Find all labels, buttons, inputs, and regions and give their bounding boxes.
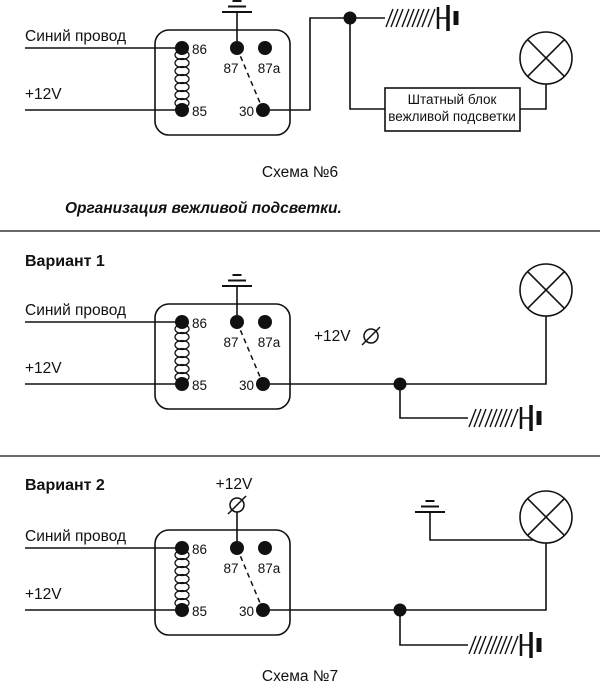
supply-label: +12V (25, 586, 62, 603)
stock-unit-label-line2: вежливой подсветки (388, 109, 516, 124)
supply-label: +12V (25, 86, 62, 103)
pin-label-30: 30 (239, 104, 254, 119)
pin-label-86: 86 (192, 42, 207, 57)
pin-label-87: 87 (223, 561, 238, 576)
relay-symbol (154, 529, 291, 636)
stock-unit-box (384, 87, 521, 132)
variant2-diagram: Вариант 2 +12V Синий провод +12V 86 87 8… (25, 476, 573, 685)
door-switch-icon (469, 632, 539, 658)
lamp-icon (519, 490, 573, 544)
top-supply-label: +12V (216, 476, 253, 493)
lamp-icon (519, 31, 573, 85)
blue-wire-label: Синий провод (25, 528, 126, 545)
scheme6-caption: Схема №6 (262, 164, 338, 181)
ground-icon (414, 500, 446, 513)
supply-connector-icon (361, 326, 381, 346)
relay-symbol (154, 29, 291, 136)
junction-dot (393, 377, 407, 391)
branch-to-switch-wire (399, 384, 468, 419)
scheme7-caption: Схема №7 (262, 668, 338, 685)
blue-wire-label: Синий провод (25, 28, 126, 45)
pin-label-87: 87 (223, 335, 238, 350)
pin-label-87a: 87a (258, 61, 281, 76)
stock-unit-label-line1: Штатный блок (408, 92, 497, 107)
scheme6-diagram: Штатный блок вежливой подсветки Синий пр… (25, 0, 573, 181)
blue-wire-label: Синий провод (25, 302, 126, 319)
door-switch-icon (386, 5, 456, 31)
pin-label-87: 87 (223, 61, 238, 76)
branch-to-unit-wire (349, 18, 385, 110)
pin30-lamp-wire (263, 543, 547, 611)
section-title: Организация вежливой подсветки. (65, 200, 342, 217)
pin-label-85: 85 (192, 104, 207, 119)
supply-label: +12V (25, 360, 62, 377)
unit-to-lamp-wire (520, 84, 547, 110)
ground-to-lamp-wire (429, 512, 534, 541)
branch-to-switch-wire (399, 610, 468, 646)
pin-label-30: 30 (239, 604, 254, 619)
door-switch-icon (469, 405, 539, 431)
variant1-heading: Вариант 1 (25, 253, 105, 270)
junction-dot (393, 603, 407, 617)
variant2-heading: Вариант 2 (25, 477, 105, 494)
ground-icon (221, 274, 253, 287)
lamp-icon (519, 263, 573, 317)
relay-symbol (154, 303, 291, 410)
supply-connector-icon (227, 495, 247, 515)
pin-label-30: 30 (239, 378, 254, 393)
pin-label-87a: 87a (258, 561, 281, 576)
variant1-diagram: Вариант 1 Синий провод +12V +12V 86 87 8… (25, 253, 573, 431)
junction-dot (343, 11, 357, 25)
pin-label-85: 85 (192, 604, 207, 619)
pin-label-86: 86 (192, 542, 207, 557)
pin-label-86: 86 (192, 316, 207, 331)
pin-label-87a: 87a (258, 335, 281, 350)
lamp-supply-label: +12V (314, 328, 351, 345)
pin-label-85: 85 (192, 378, 207, 393)
pin30-lamp-wire (263, 316, 547, 385)
ground-icon (221, 0, 253, 13)
